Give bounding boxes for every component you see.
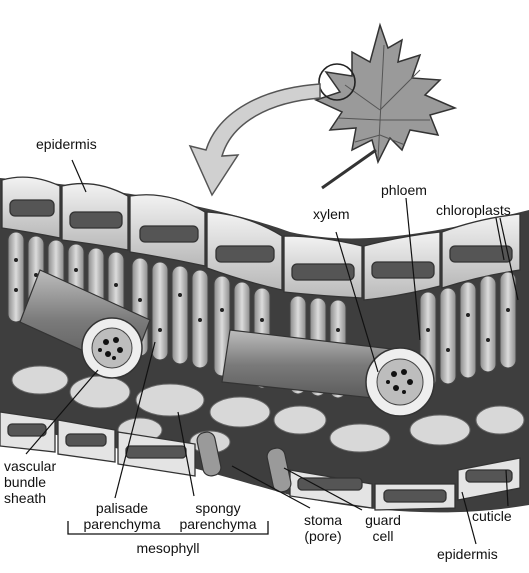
label-cuticle: cuticle xyxy=(472,508,512,524)
label-palisade-line1: palisade xyxy=(74,500,170,516)
label-guard-line1: guard xyxy=(358,512,408,528)
label-stoma-line2: (pore) xyxy=(292,528,354,544)
label-spongy-line1: spongy xyxy=(168,500,268,516)
label-vascular-line1: vascular xyxy=(4,458,56,474)
label-palisade-parenchyma: palisade parenchyma xyxy=(74,500,170,532)
label-spongy-line2: parenchyma xyxy=(168,516,268,532)
label-xylem: xylem xyxy=(313,206,350,222)
label-stoma: stoma (pore) xyxy=(292,512,354,544)
vascular-bundle-left xyxy=(82,318,142,378)
label-palisade-line2: parenchyma xyxy=(74,516,170,532)
vascular-bundle-right xyxy=(366,348,434,416)
label-guard-cell: guard cell xyxy=(358,512,408,544)
maple-leaf xyxy=(316,25,455,188)
label-guard-line2: cell xyxy=(358,528,408,544)
label-epidermis-top: epidermis xyxy=(36,136,97,152)
label-vascular-line3: sheath xyxy=(4,490,56,506)
label-spongy-parenchyma: spongy parenchyma xyxy=(168,500,268,532)
label-mesophyll: mesophyll xyxy=(128,540,208,556)
label-stoma-line1: stoma xyxy=(292,512,354,528)
label-vascular-bundle-sheath: vascular bundle sheath xyxy=(4,458,56,506)
label-epidermis-bottom: epidermis xyxy=(437,546,498,562)
label-phloem: phloem xyxy=(381,182,427,198)
zoom-arrow xyxy=(190,84,320,195)
label-chloroplasts: chloroplasts xyxy=(436,202,511,218)
label-vascular-line2: bundle xyxy=(4,474,56,490)
